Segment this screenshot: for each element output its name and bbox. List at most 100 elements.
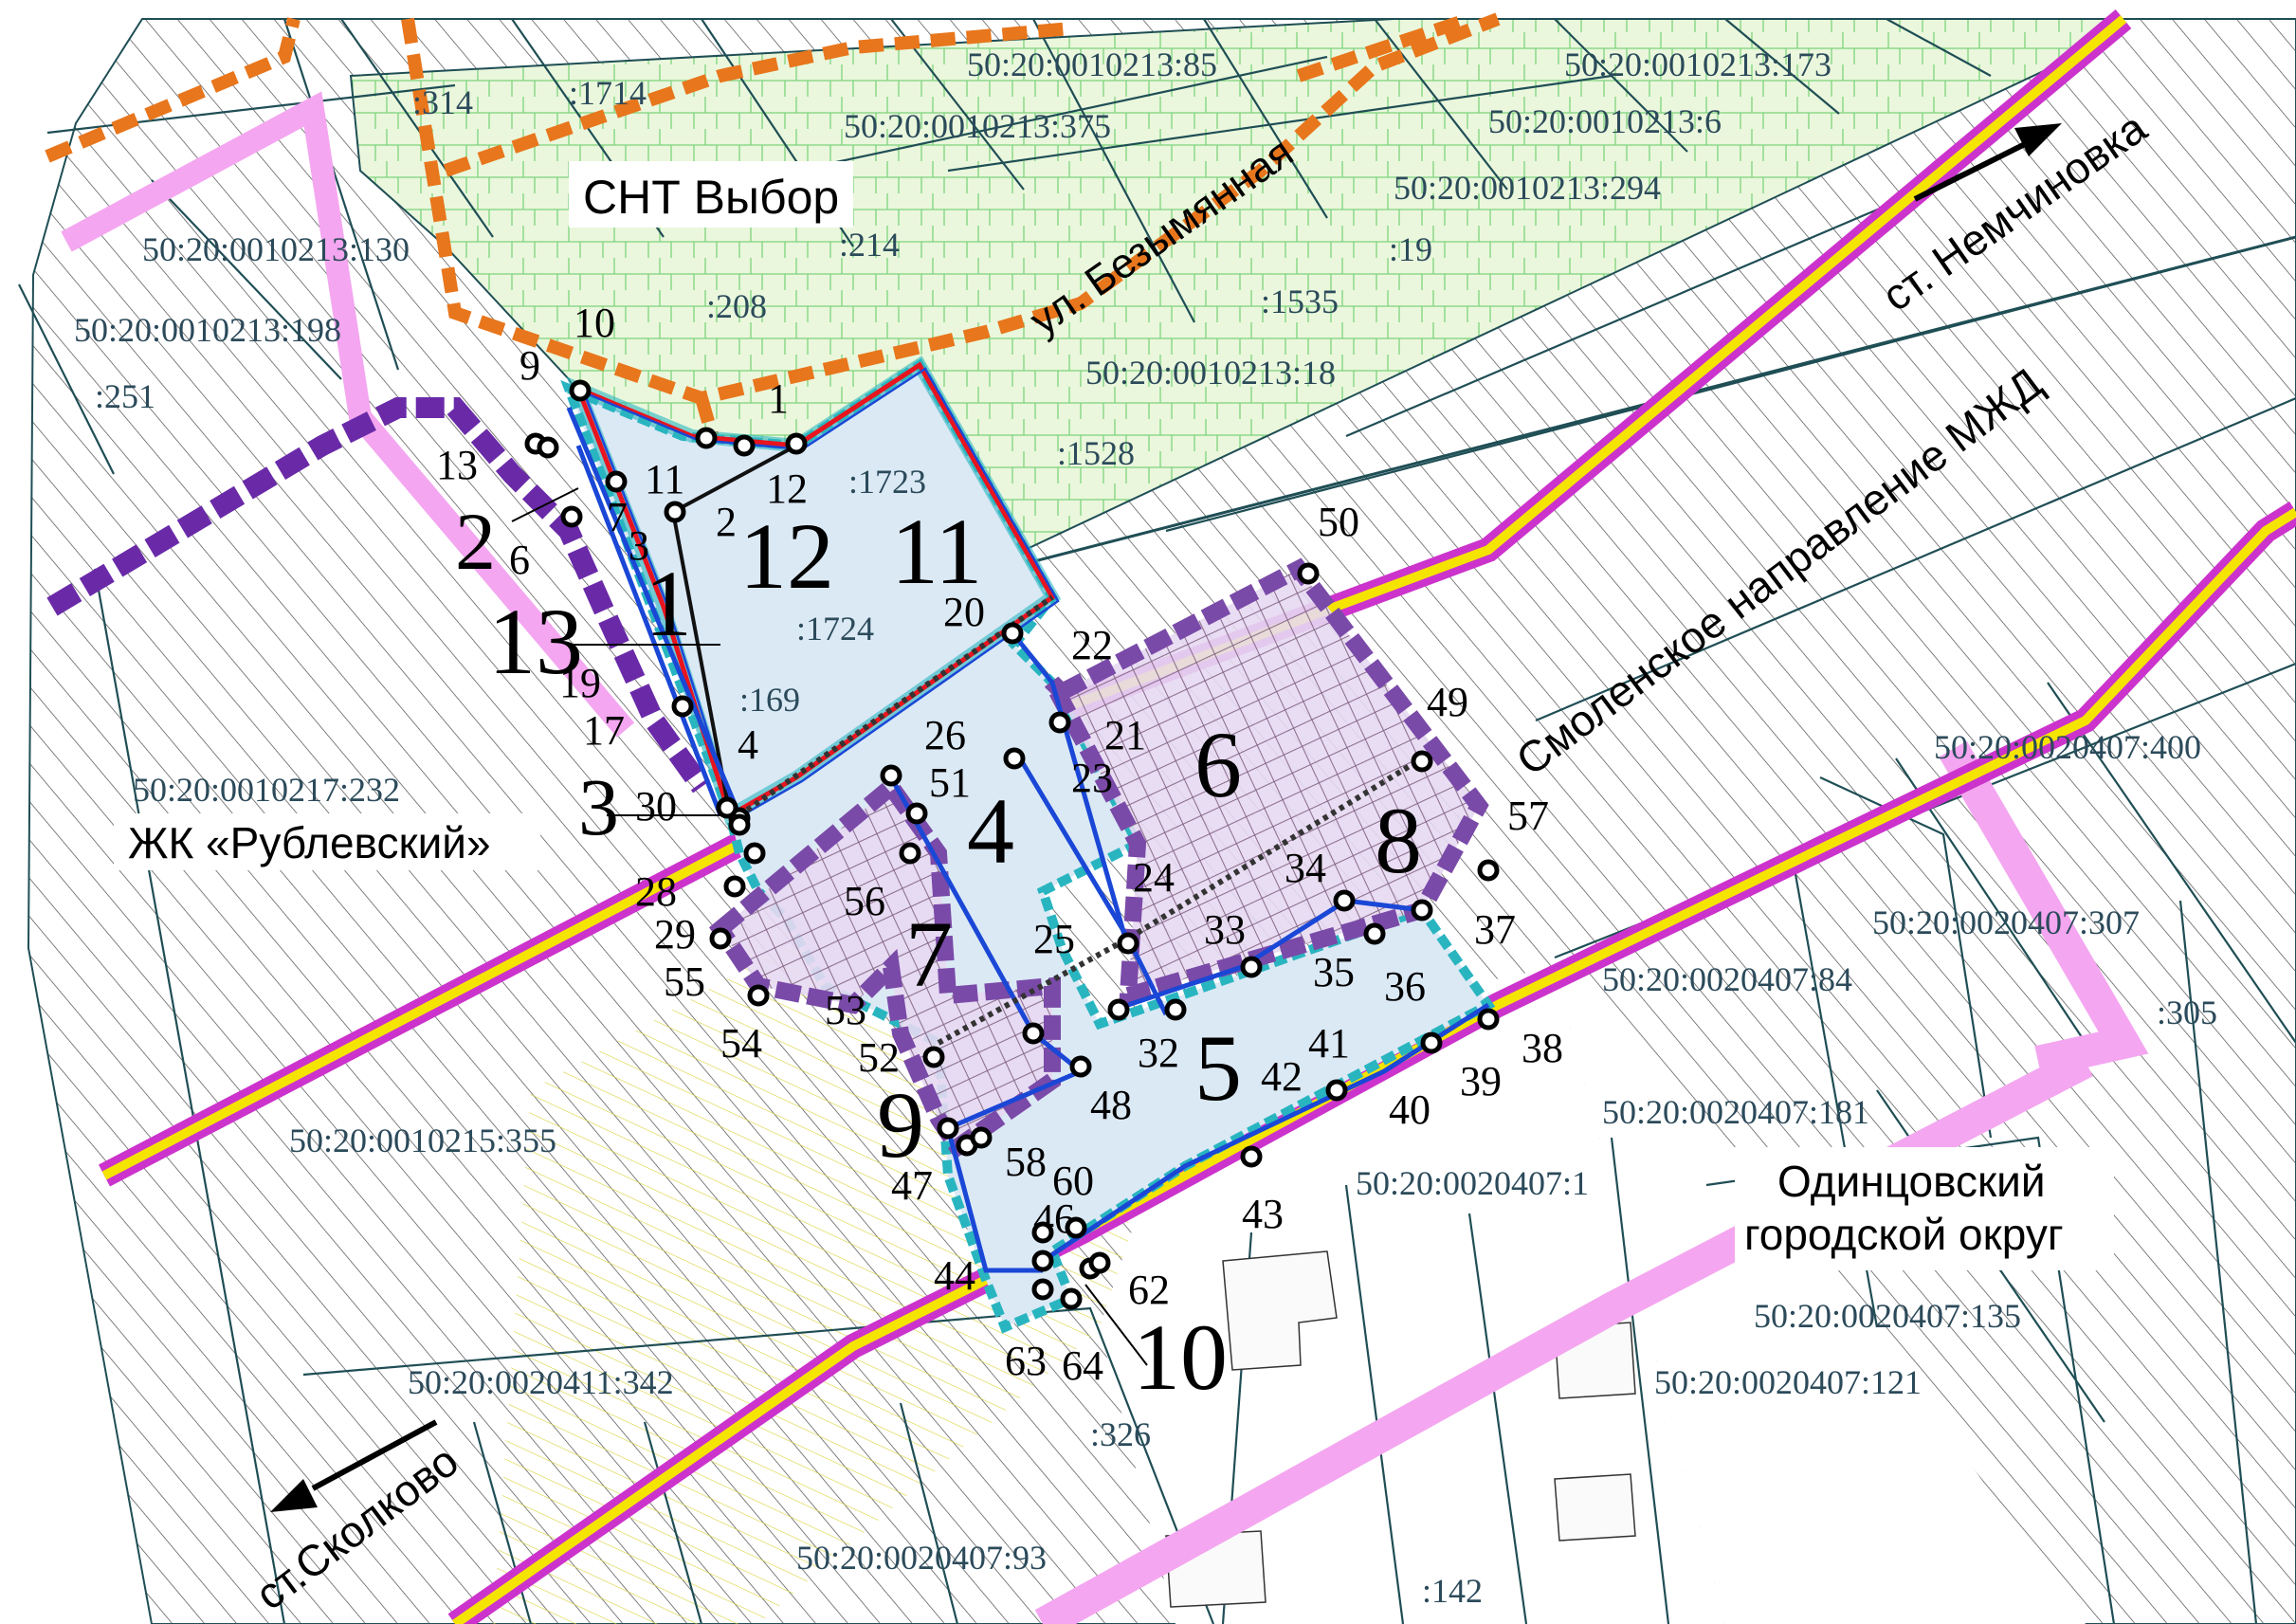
zone-number: 4 [967, 778, 1014, 884]
vertex-dot [1333, 889, 1356, 912]
vertex-dot [664, 501, 686, 523]
point-number: 23 [1071, 755, 1113, 801]
point-number: 58 [1005, 1139, 1047, 1185]
purple-boundary-left [46, 397, 710, 794]
vertex-dot [1031, 1250, 1054, 1272]
vertex-dot [1325, 1079, 1348, 1102]
point-number: 43 [1242, 1191, 1284, 1237]
point-number: 9 [519, 342, 540, 389]
district-label-line2: городской округ [1744, 1210, 2064, 1259]
point-number: 28 [635, 868, 677, 915]
vertex-dot [1363, 922, 1386, 945]
point-number: 60 [1052, 1158, 1094, 1204]
point-number: 51 [929, 759, 971, 806]
point-number: 3 [629, 522, 649, 569]
point-number: 2 [716, 499, 737, 545]
zone-numbers: 1 2 3 4 5 6 7 8 9 10 11 12 13 [455, 496, 1422, 1410]
vertex-dot [716, 796, 738, 819]
zone-number: 7 [905, 902, 953, 1007]
vertex-dot [899, 842, 921, 865]
white-zone-2 [1555, 967, 2086, 1624]
point-number: 34 [1285, 845, 1326, 891]
point-number: 55 [664, 958, 705, 1005]
point-number: 41 [1308, 1020, 1350, 1067]
point-numbers: 1 2 3 4 6 7 9 10 11 12 13 17 19 20 21 22… [436, 300, 1563, 1389]
vertex-dot [880, 764, 902, 787]
vertex-dot [743, 842, 766, 865]
zone-number: 10 [1133, 1305, 1228, 1410]
zone-number: 3 [578, 761, 619, 852]
vertex-dots [524, 379, 1500, 1310]
cad-label: 50:20:0010215:355 [289, 1122, 556, 1159]
point-number: 21 [1104, 712, 1146, 758]
point-number: 26 [924, 712, 966, 758]
arrow-east-head-icon [2014, 123, 2062, 156]
point-number: 48 [1090, 1082, 1132, 1128]
snt-label: СНТ Выбор [583, 171, 839, 224]
cad-label: :208 [706, 287, 767, 325]
point-number: 13 [436, 442, 478, 488]
cad-label: 50:20:0020407:307 [1872, 903, 2140, 941]
point-number: 35 [1313, 949, 1355, 995]
vertex-dot [1003, 747, 1026, 770]
vertex-dot [1411, 899, 1433, 921]
point-number: 40 [1389, 1086, 1430, 1133]
zone-number: 2 [455, 496, 496, 587]
point-number: 57 [1507, 793, 1549, 839]
point-number: 11 [645, 456, 684, 502]
cad-label: :251 [95, 377, 155, 415]
point-number: 38 [1522, 1025, 1563, 1071]
point-number: 17 [583, 707, 625, 754]
zone-6-grid [1045, 557, 1489, 1008]
point-number: 30 [635, 783, 677, 830]
vertex-dot [560, 505, 583, 528]
dotted-dividers [738, 594, 1424, 1046]
vertex-dot [671, 695, 694, 718]
cad-label: 50:20:0020407:84 [1602, 960, 1852, 998]
point-number: 49 [1427, 679, 1468, 725]
point-number: 22 [1071, 622, 1113, 668]
vertex-dot [1240, 956, 1263, 978]
cad-label: 50:20:0010213:198 [74, 311, 341, 349]
zone-number: 9 [877, 1072, 924, 1177]
point-number: 37 [1474, 906, 1516, 953]
arrow-west-icon [311, 1419, 438, 1491]
cad-label: 50:20:0020407:93 [796, 1539, 1047, 1577]
cad-label: 50:20:0010213:18 [1085, 354, 1336, 392]
vertex-dot [1031, 1278, 1054, 1301]
cad-label: 50:20:0010213:6 [1488, 102, 1722, 140]
zone-number: 8 [1375, 788, 1422, 893]
point-number: 6 [509, 537, 530, 583]
point-number: 24 [1133, 854, 1175, 901]
vertex-dot [1048, 711, 1071, 734]
zone-number: 13 [488, 589, 583, 694]
cad-label: :1535 [1261, 283, 1339, 320]
point-number: 56 [844, 878, 885, 924]
cad-label: 50:20:0020407:121 [1654, 1363, 1922, 1401]
vertex-dot [1411, 750, 1433, 773]
point-number: 12 [766, 465, 808, 512]
arrow-east-icon [1913, 139, 2031, 202]
point-number: 39 [1460, 1058, 1502, 1104]
vertex-dot [1069, 1055, 1092, 1078]
vertex-dot [733, 434, 756, 457]
point-number: 4 [738, 721, 758, 768]
vertex-dot [1065, 1216, 1087, 1239]
point-number: 19 [559, 660, 601, 706]
point-number: 52 [858, 1034, 900, 1081]
zone-number: 5 [1194, 1015, 1242, 1121]
vertex-dot [1031, 1221, 1054, 1244]
point-number: 25 [1033, 916, 1075, 962]
vertex-dot [1297, 562, 1320, 585]
point-number: 64 [1062, 1342, 1103, 1389]
cad-label: 50:20:0020407:1 [1356, 1164, 1589, 1202]
pink-band-3 [61, 91, 635, 738]
vertex-dot [1001, 622, 1024, 645]
cad-label: 50:20:0020407:181 [1602, 1093, 1869, 1131]
vertex-dot [728, 813, 751, 836]
cad-label: :305 [2157, 994, 2217, 1031]
vertex-dot [905, 802, 928, 825]
vertex-dot [1107, 998, 1130, 1021]
vertex-dot [970, 1126, 993, 1149]
point-number: 1 [768, 375, 789, 422]
